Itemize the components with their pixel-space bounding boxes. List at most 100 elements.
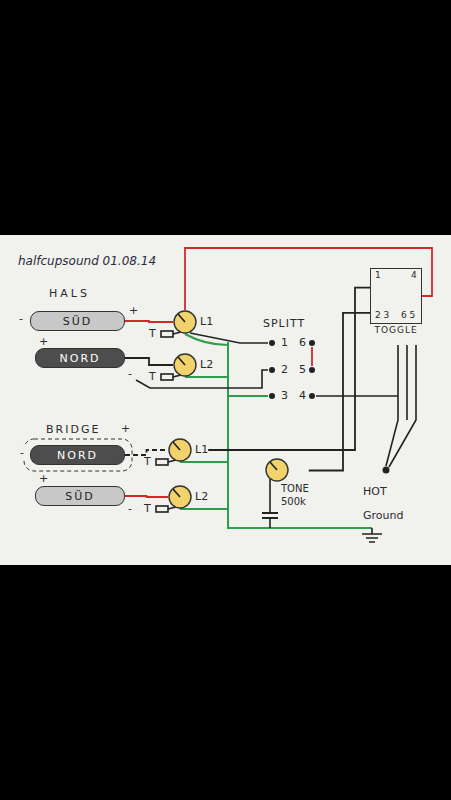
pot-wiper [173, 442, 180, 450]
pickup-coil: NORD [30, 445, 125, 465]
node-text: L1 [200, 310, 213, 334]
switch-lug [309, 367, 315, 373]
paper [0, 235, 451, 565]
part-label: + [38, 336, 49, 348]
pot-body [169, 439, 191, 461]
wire-connector [125, 496, 168, 497]
pot-symbol [265, 458, 289, 482]
pot-wiper [270, 462, 277, 470]
node-text: 2 3 [375, 311, 389, 321]
ground-wire [180, 508, 228, 510]
part-label: 4 [298, 390, 307, 402]
part-label: 2 [280, 364, 289, 376]
volume-pot: L2 [168, 485, 208, 509]
ground-symbol [362, 528, 382, 542]
part-label: 5 [298, 364, 307, 376]
part-label: - [127, 368, 133, 380]
pot-wiper [178, 314, 185, 322]
pot-body [266, 459, 288, 481]
part-label: 3 [280, 390, 289, 402]
node-text: SÜD [65, 490, 95, 503]
resistor-symbol [156, 459, 168, 465]
title: halfcupsound 01.08.14 [18, 254, 156, 268]
wire-connector [309, 313, 370, 471]
toggle-switch: 142 36 5TOGGLE [370, 268, 422, 324]
pot-symbol [173, 310, 197, 334]
switch-lug [309, 340, 315, 346]
resistor-symbol [161, 374, 173, 380]
pickup-coil: NORD [35, 348, 125, 368]
pot-symbol [168, 485, 192, 509]
switch-lug [269, 340, 275, 346]
node-text: L2 [200, 353, 213, 377]
resistor-symbol [156, 506, 168, 512]
wire [136, 370, 268, 388]
node-text: 4 [411, 271, 417, 281]
toggle-lug [406, 345, 408, 420]
part-label: T [148, 371, 157, 383]
pot-body [174, 311, 196, 333]
coil-outline [24, 439, 132, 471]
part-label: - [19, 447, 25, 459]
pot-symbol [173, 353, 197, 377]
ground-wire [228, 395, 268, 397]
volume-pot: L2 [173, 353, 213, 377]
wire [269, 479, 271, 513]
node-text: NORD [60, 352, 101, 365]
output-dot [383, 467, 390, 474]
part-label: HALS [48, 288, 91, 300]
toggle-lug [386, 345, 398, 466]
pickup-coil: SÜD [30, 311, 125, 331]
node-text: L2 [195, 485, 208, 509]
volume-pot: L1 [173, 310, 213, 334]
node-text: TONE [281, 482, 309, 495]
node-text: L1 [195, 438, 208, 462]
jumper-wire [311, 347, 313, 366]
part-label: SPLITT [262, 318, 306, 330]
node-text: SÜD [63, 315, 93, 328]
part-label: Ground [362, 510, 404, 522]
part-label: + [120, 423, 131, 435]
node-text: 500k [281, 495, 309, 508]
pot-body [169, 486, 191, 508]
node-text: 6 5 [401, 311, 415, 321]
pot-body [174, 354, 196, 376]
pot-symbol [168, 438, 192, 462]
switch-lug [269, 393, 275, 399]
pot-wiper [173, 489, 180, 497]
pot-wiper [178, 357, 185, 365]
part-label: 1 [280, 337, 289, 349]
node-text: NORD [57, 449, 98, 462]
wire-connector [125, 321, 173, 322]
ground-wire [180, 461, 228, 463]
switch-lug [269, 367, 275, 373]
part-label: T [143, 503, 152, 515]
wire [190, 333, 268, 343]
switch-lug [309, 393, 315, 399]
part-label: + [128, 305, 139, 317]
tone-pot: TONE500k [265, 458, 309, 508]
node-text: TOGGLE [374, 326, 417, 336]
wire-connector [125, 358, 173, 365]
pickup-coil: SÜD [35, 486, 125, 506]
wire-connector [125, 450, 168, 455]
ground-wire [185, 376, 228, 378]
resistor-symbol [161, 331, 173, 337]
part-label: - [18, 313, 24, 325]
part-label: 6 [298, 337, 307, 349]
ground-bus [228, 342, 372, 528]
capacitor-symbol [262, 513, 278, 518]
part-label: + [38, 473, 49, 485]
wire [316, 395, 398, 397]
part-label: T [148, 328, 157, 340]
part-label: BRIDGE [45, 424, 101, 436]
node-text: 1 [375, 271, 381, 281]
part-label: T [143, 456, 152, 468]
part-label: HOT [362, 486, 388, 498]
toggle-lug [389, 345, 416, 467]
